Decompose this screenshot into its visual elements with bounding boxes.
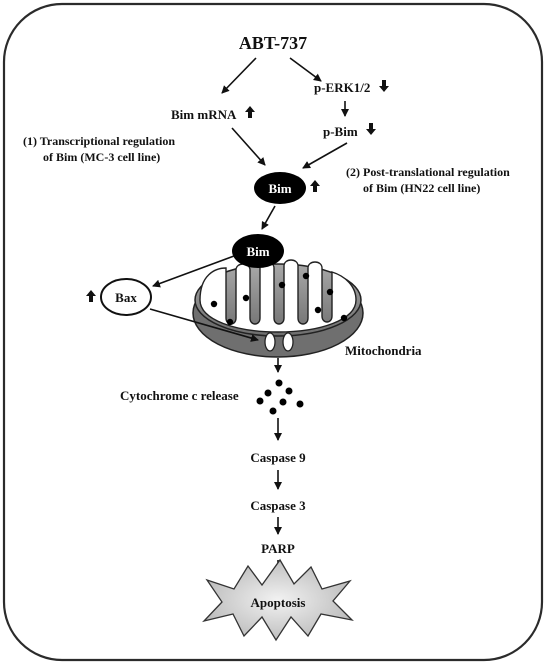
- label-mitochondria: Mitochondria: [345, 343, 422, 358]
- annotation-transcriptional-line1: (1) Transcriptional regulation: [23, 134, 175, 148]
- annotation-posttranslational-line2: of Bim (HN22 cell line): [363, 181, 480, 195]
- node-caspase3: Caspase 3: [250, 498, 306, 513]
- up-arrow-icon: [86, 290, 96, 302]
- annotation-posttranslational-line1: (2) Post-translational regulation: [346, 165, 510, 179]
- mitochondrion: [192, 259, 364, 358]
- up-arrow-icon: [245, 106, 255, 118]
- node-apoptosis: Apoptosis: [251, 595, 306, 610]
- down-arrow-icon: [366, 123, 376, 135]
- node-bim-mito-shape: [232, 234, 284, 268]
- node-bim-mito: Bim: [246, 244, 269, 259]
- arrow-bim-to-mito-bim: [261, 205, 276, 230]
- node-p-bim: p-Bim: [323, 124, 358, 139]
- arrow-title-to-bim-mrna: [221, 57, 257, 94]
- node-bax: Bax: [115, 290, 137, 305]
- arrow-bim-mrna-to-bim: [231, 127, 266, 166]
- node-bax-shape: [100, 278, 152, 316]
- arrow-bax-to-pore: [149, 308, 259, 342]
- arrow-bim-to-bax: [152, 255, 235, 288]
- node-bim-center-shape: [254, 172, 306, 204]
- node-caspase9: Caspase 9: [250, 450, 306, 465]
- down-arrow-icon: [379, 80, 389, 92]
- node-p-erk: p-ERK1/2: [314, 80, 370, 95]
- title-abt737: ABT-737: [239, 33, 307, 53]
- node-bim-mrna: Bim mRNA: [171, 107, 237, 122]
- annotation-transcriptional-line2: of Bim (MC-3 cell line): [43, 150, 160, 164]
- up-arrow-icon: [310, 180, 320, 192]
- node-parp: PARP: [261, 541, 295, 556]
- arrow-pbim-to-bim: [302, 142, 348, 169]
- node-cytochrome: Cytochrome c release: [120, 388, 239, 403]
- arrow-title-to-perk: [289, 57, 322, 82]
- node-bim-center: Bim: [268, 181, 291, 196]
- apoptosis-burst-shape: [202, 558, 354, 642]
- cytochrome-dots: [256, 379, 304, 415]
